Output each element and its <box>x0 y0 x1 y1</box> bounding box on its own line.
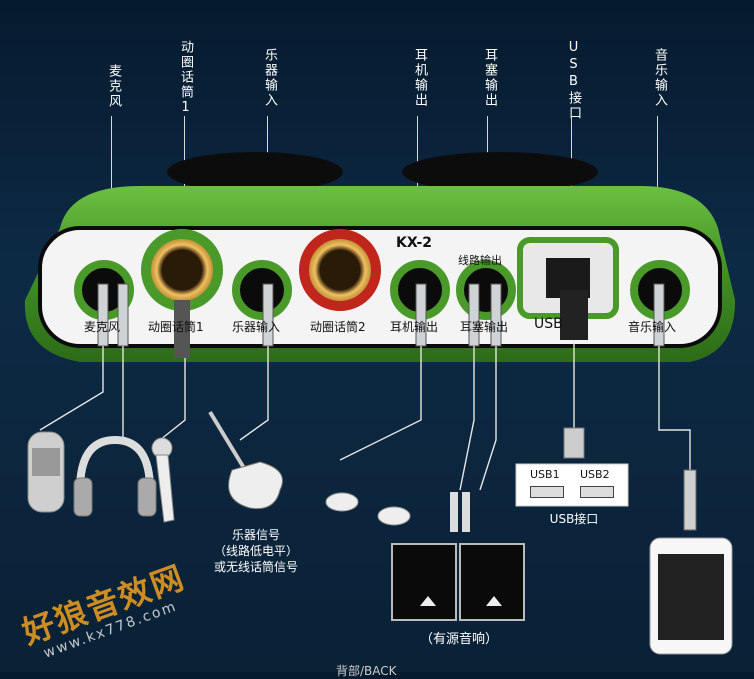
port-label-earphone: 耳塞输出 <box>460 320 509 334</box>
dynamic-mic-icon <box>151 437 175 523</box>
label-microphone: 麦克风 <box>106 64 121 109</box>
label-usb-port: USB接口 <box>566 40 581 121</box>
usb-caption: USB接口 <box>549 512 599 526</box>
bottom-label: 背部/BACK <box>336 664 397 678</box>
usb-port-2 <box>580 486 614 498</box>
port-label-music: 音乐输入 <box>628 320 677 334</box>
model-label: KX-2 <box>396 235 433 251</box>
jack-dynamic-mic-2 <box>299 229 381 311</box>
label-earphone-output: 耳塞输出 <box>482 48 497 108</box>
port-label-instr: 乐器输入 <box>232 320 281 334</box>
label-instrument-input: 乐器输入 <box>262 48 277 108</box>
guitar-icon <box>208 410 283 510</box>
leader-line <box>111 116 112 211</box>
usb-panel <box>515 463 629 507</box>
aux-plug-icon <box>683 469 697 531</box>
speaker-caption: （有源音响） <box>419 632 498 647</box>
earphones-icon <box>325 492 411 526</box>
label-headphone-output: 耳机输出 <box>412 48 427 108</box>
usb-port-1 <box>530 486 564 498</box>
usb-port-1-label: USB1 <box>530 468 560 481</box>
port-label-dyn2: 动圈话筒2 <box>310 320 366 334</box>
knob <box>167 152 343 192</box>
headphones-icon <box>73 435 157 517</box>
knob <box>402 152 598 192</box>
speaker-icon <box>459 543 525 621</box>
leader-line <box>657 116 658 211</box>
condenser-mic-icon <box>27 431 65 513</box>
phone-icon <box>649 537 733 655</box>
port-label-mic: 麦克风 <box>84 320 121 334</box>
line-output-label: 线路输出 <box>458 254 502 267</box>
port-label-headphone: 耳机输出 <box>390 320 439 334</box>
instrument-caption-3: 或无线话筒信号 <box>213 560 298 574</box>
jack-instrument <box>232 260 292 320</box>
port-label-usb: USB <box>534 316 563 332</box>
speaker-icon <box>391 543 457 621</box>
instrument-caption-1: 乐器信号 <box>231 528 280 542</box>
label-music-input: 音乐输入 <box>652 48 667 108</box>
label-dynamic-mic-1: 动圈话筒1 <box>178 40 193 117</box>
usb-port-2-label: USB2 <box>580 468 610 481</box>
instrument-caption-2: （线路低电平） <box>213 544 298 558</box>
usb-plug-icon <box>563 427 585 459</box>
port-label-dyn1: 动圈话筒1 <box>148 320 204 334</box>
jacks <box>74 229 690 320</box>
